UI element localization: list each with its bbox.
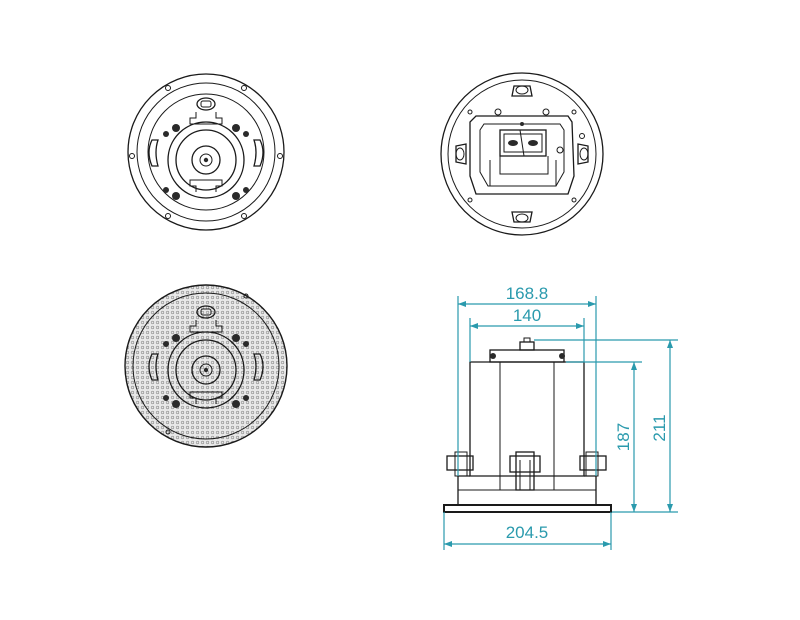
dimension-flange-width: 204.5 (506, 523, 549, 542)
dimension-lines (443, 296, 678, 550)
dimension-width-inner: 140 (513, 306, 541, 325)
dimension-height-inner: 187 (614, 423, 633, 451)
front-view-with-grille (124, 284, 288, 448)
dimension-labels: 168.8 140 187 211 204.5 (506, 284, 669, 542)
side-view (443, 337, 612, 513)
front-view-no-grille (127, 73, 285, 231)
dimension-height-outer: 211 (650, 414, 669, 441)
dimension-width-outer: 168.8 (506, 284, 549, 303)
back-view (440, 72, 604, 236)
